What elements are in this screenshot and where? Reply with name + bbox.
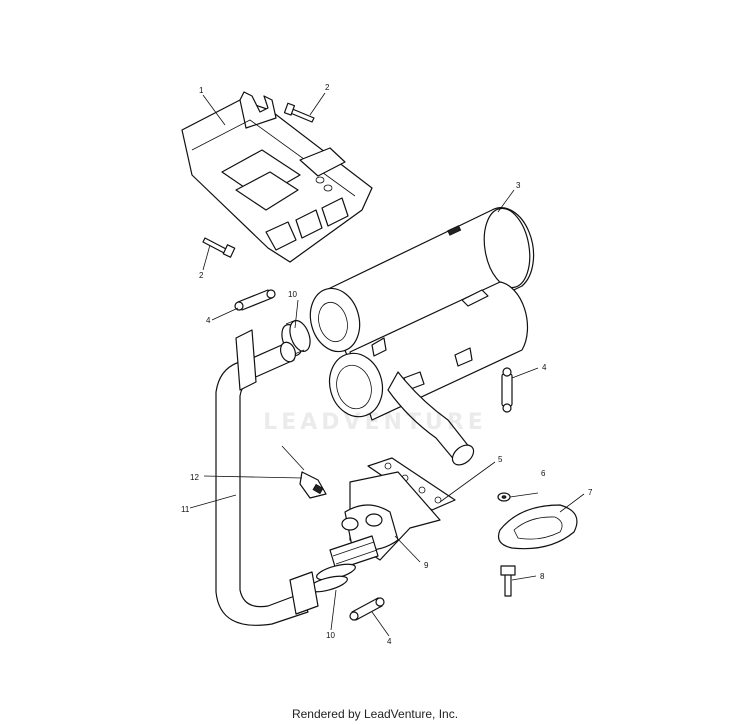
callout-10-lower: 10 [326, 631, 335, 640]
part-6-washer[interactable] [497, 492, 511, 502]
part-3-muffler[interactable] [304, 205, 536, 469]
callout-10-upper: 10 [288, 290, 297, 299]
part-7-grommet[interactable] [497, 504, 578, 550]
callout-4-upper: 4 [206, 316, 211, 325]
callout-2-lower: 2 [199, 271, 204, 280]
callout-4-lower: 4 [387, 637, 392, 646]
callout-3: 3 [516, 181, 521, 190]
leader-lines [189, 92, 585, 637]
part-2-bolt-upper[interactable] [283, 102, 315, 123]
part-10-seal-lower[interactable] [307, 561, 357, 595]
callout-1: 1 [199, 86, 204, 95]
callout-labels: 1 2 2 3 4 4 4 5 6 7 8 9 10 10 11 12 [181, 83, 593, 646]
part-9-exhaust-manifold[interactable] [329, 471, 441, 571]
part-4-spring-upper[interactable] [234, 289, 276, 311]
callout-9: 9 [424, 561, 429, 570]
callout-11: 11 [181, 505, 190, 514]
part-4-spring-right[interactable] [501, 367, 513, 413]
part-1-heat-shield-bracket[interactable] [181, 91, 373, 263]
callout-2-upper: 2 [325, 83, 330, 92]
part-11-header-pipe[interactable] [215, 329, 319, 626]
part-4-spring-lower[interactable] [349, 597, 385, 621]
footer-credit: Rendered by LeadVenture, Inc. [291, 707, 459, 721]
callout-4-right: 4 [542, 363, 547, 372]
callout-12: 12 [190, 473, 199, 482]
callout-5: 5 [498, 455, 503, 464]
callout-7: 7 [588, 488, 593, 497]
callout-8: 8 [540, 572, 545, 581]
callout-6: 6 [541, 469, 546, 478]
part-2-bolt-lower[interactable] [202, 237, 236, 258]
part-12-sensor[interactable] [281, 445, 327, 499]
part-8-bolt[interactable] [500, 565, 516, 597]
